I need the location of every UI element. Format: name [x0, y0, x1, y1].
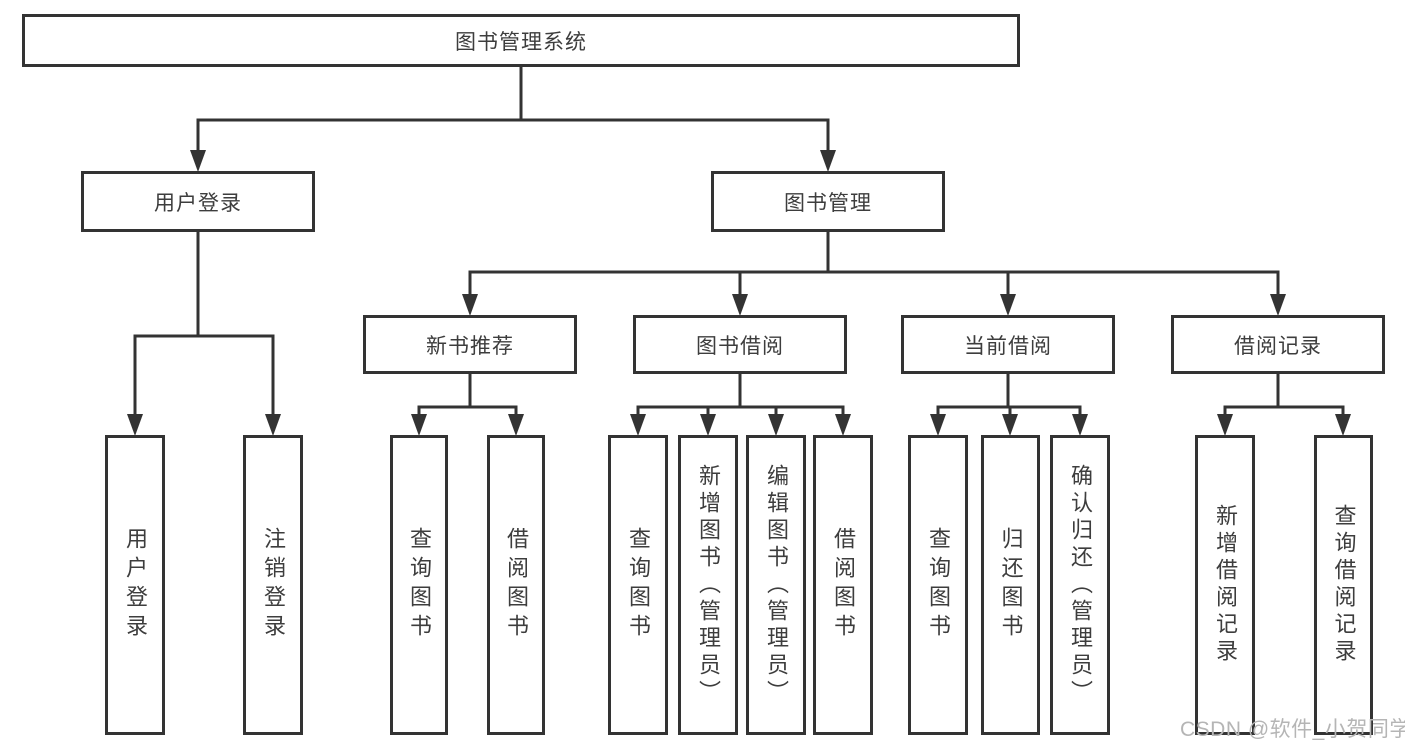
leaf-borrow-books-recommend: 借阅图书: [487, 435, 545, 735]
leaf-logout: 注销登录: [243, 435, 303, 735]
node-borrow-records: 借阅记录: [1171, 315, 1385, 374]
leaf-query-books-recommend: 查询图书: [390, 435, 448, 735]
leaf-add-borrow-record: 新增借阅记录: [1195, 435, 1255, 735]
leaf-confirm-return-admin: 确认归还（管理员）: [1050, 435, 1110, 735]
node-new-book-recommend: 新书推荐: [363, 315, 577, 374]
leaf-query-borrow-record: 查询借阅记录: [1314, 435, 1373, 735]
arrowheads: [127, 150, 1351, 436]
node-current-borrow: 当前借阅: [901, 315, 1115, 374]
root-node-book-management-system: 图书管理系统: [22, 14, 1020, 67]
node-user-login: 用户登录: [81, 171, 315, 232]
node-book-borrow: 图书借阅: [633, 315, 847, 374]
leaf-query-books-borrow: 查询图书: [608, 435, 668, 735]
leaf-user-login: 用户登录: [105, 435, 165, 735]
csdn-watermark: CSDN @软件_小贺同学: [1180, 718, 1405, 741]
leaf-return-book: 归还图书: [981, 435, 1040, 735]
leaf-edit-book-admin: 编辑图书（管理员）: [746, 435, 806, 735]
node-book-management: 图书管理: [711, 171, 945, 232]
leaf-borrow-books-borrow: 借阅图书: [813, 435, 873, 735]
leaf-query-books-current: 查询图书: [908, 435, 968, 735]
leaf-add-book-admin: 新增图书（管理员）: [678, 435, 738, 735]
